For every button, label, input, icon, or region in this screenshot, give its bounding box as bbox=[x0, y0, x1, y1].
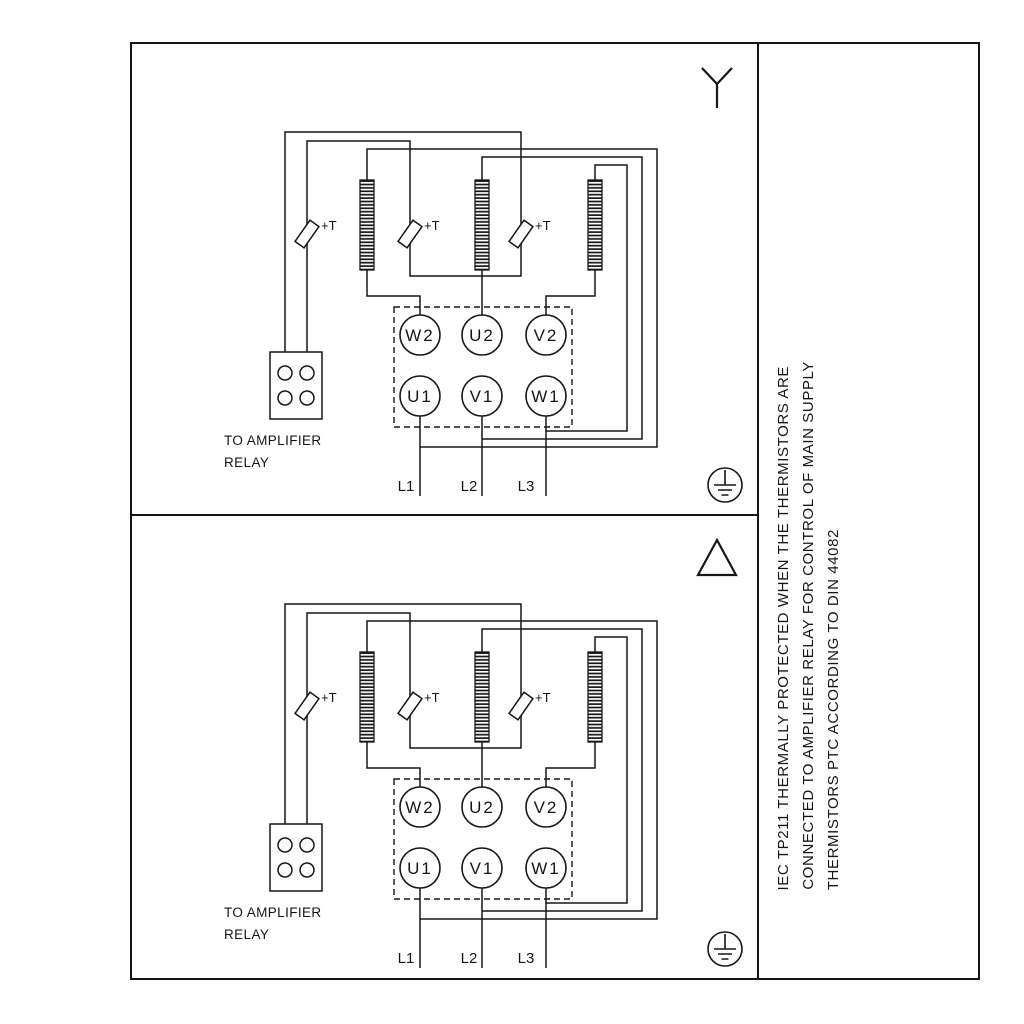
amplifier-relay-terminal-block: TO AMPLIFIER RELAY bbox=[224, 351, 323, 470]
terminal-u1-label: U1 bbox=[407, 387, 433, 406]
wire-supply-leads bbox=[419, 416, 547, 496]
supply-l3-label: L3 bbox=[518, 950, 535, 967]
supply-line-labels: L1 L2 L3 bbox=[398, 950, 535, 967]
thermistor-label: +T bbox=[535, 690, 551, 705]
relay-terminal bbox=[277, 862, 293, 878]
motor-winding-2 bbox=[474, 179, 490, 271]
thermistor-label: +T bbox=[424, 690, 440, 705]
terminal-box-outline bbox=[393, 778, 573, 900]
note-line-3: THERMISTORS PTC ACCORDING TO DIN 44082 bbox=[825, 528, 842, 890]
motor-winding-2 bbox=[474, 651, 490, 743]
relay-caption-line-1: TO AMPLIFIER bbox=[224, 905, 322, 920]
wiring-diagram-star: +T +T +T W2 U2 V2 U1 V1 W1 bbox=[224, 67, 743, 503]
relay-terminal bbox=[299, 390, 315, 406]
terminal-w1-label: W1 bbox=[531, 387, 561, 406]
terminal-v2-label: V2 bbox=[534, 798, 559, 817]
terminal-v1 bbox=[461, 847, 503, 889]
earth-ground-icon bbox=[707, 467, 743, 503]
relay-terminal bbox=[277, 390, 293, 406]
terminal-u2-label: U2 bbox=[469, 326, 495, 345]
panel-star-connection: +T +T +T W2 U2 V2 U1 V1 W1 bbox=[132, 44, 759, 516]
terminal-u1 bbox=[399, 375, 441, 417]
wire-winding-top-routing bbox=[366, 148, 658, 448]
terminal-box: W2 U2 V2 U1 V1 W1 bbox=[393, 306, 573, 428]
terminal-v1 bbox=[461, 375, 503, 417]
note-text-block: IEC TP211 THERMALLY PROTECTED WHEN THE T… bbox=[775, 361, 842, 890]
motor-winding-3 bbox=[587, 651, 603, 743]
terminal-v2 bbox=[525, 786, 567, 828]
thermistor-icon bbox=[396, 691, 424, 721]
supply-l1-label: L1 bbox=[398, 478, 415, 495]
motor-winding-1 bbox=[359, 651, 375, 743]
relay-block-outline bbox=[269, 823, 323, 892]
wire-windings-to-terminals bbox=[366, 270, 596, 315]
supply-l2-label: L2 bbox=[461, 950, 478, 967]
motor-windings bbox=[359, 179, 603, 271]
star-connection-icon bbox=[701, 67, 733, 108]
terminal-u2-label: U2 bbox=[469, 798, 495, 817]
relay-caption-line-2: RELAY bbox=[224, 455, 269, 470]
relay-terminal bbox=[299, 365, 315, 381]
terminal-v1-label: V1 bbox=[470, 387, 495, 406]
terminal-w2-label: W2 bbox=[405, 326, 435, 345]
supply-l3-label: L3 bbox=[518, 478, 535, 495]
supply-l2-label: L2 bbox=[461, 478, 478, 495]
wiring-diagram-delta: +T +T +T W2 U2 V2 U1 V1 W1 bbox=[224, 537, 743, 968]
relay-terminal bbox=[299, 837, 315, 853]
thermistor-icon bbox=[396, 219, 424, 249]
terminal-v2 bbox=[525, 314, 567, 356]
terminal-v1-label: V1 bbox=[470, 859, 495, 878]
motor-winding-3 bbox=[587, 179, 603, 271]
terminal-v2-label: V2 bbox=[534, 326, 559, 345]
relay-block-outline bbox=[269, 351, 323, 420]
terminal-box: W2 U2 V2 U1 V1 W1 bbox=[393, 778, 573, 900]
terminal-w2 bbox=[399, 314, 441, 356]
thermistor-icon bbox=[507, 219, 535, 249]
thermistor-icon bbox=[293, 219, 321, 249]
motor-windings bbox=[359, 651, 603, 743]
drawing-sheet: +T +T +T W2 U2 V2 U1 V1 W1 bbox=[130, 42, 980, 980]
terminal-u2 bbox=[461, 314, 503, 356]
terminal-w1-label: W1 bbox=[531, 859, 561, 878]
thermistor-label: +T bbox=[424, 218, 440, 233]
relay-terminal bbox=[277, 365, 293, 381]
thermistor-label: +T bbox=[535, 218, 551, 233]
note-line-1: IEC TP211 THERMALLY PROTECTED WHEN THE T… bbox=[775, 365, 792, 890]
wire-winding-top-routing bbox=[366, 620, 658, 920]
thermistor-icon bbox=[507, 691, 535, 721]
earth-ground-icon bbox=[707, 931, 743, 967]
terminal-u2 bbox=[461, 786, 503, 828]
terminal-u1-label: U1 bbox=[407, 859, 433, 878]
motor-winding-1 bbox=[359, 179, 375, 271]
terminal-u1 bbox=[399, 847, 441, 889]
panel-delta-connection: +T +T +T W2 U2 V2 U1 V1 W1 bbox=[132, 516, 759, 978]
thermistors: +T +T +T bbox=[293, 690, 551, 721]
terminal-w1 bbox=[525, 847, 567, 889]
relay-caption-line-1: TO AMPLIFIER bbox=[224, 433, 322, 448]
relay-terminal bbox=[299, 862, 315, 878]
amplifier-relay-terminal-block: TO AMPLIFIER RELAY bbox=[224, 823, 323, 942]
terminal-box-outline bbox=[393, 306, 573, 428]
supply-line-labels: L1 L2 L3 bbox=[398, 478, 535, 495]
supply-l1-label: L1 bbox=[398, 950, 415, 967]
note-panel: IEC TP211 THERMALLY PROTECTED WHEN THE T… bbox=[759, 44, 978, 978]
relay-terminal bbox=[277, 837, 293, 853]
thermistors: +T +T +T bbox=[293, 218, 551, 249]
thermistor-icon bbox=[293, 691, 321, 721]
wire-supply-leads bbox=[419, 888, 547, 968]
delta-connection-icon bbox=[696, 537, 738, 577]
terminal-w2 bbox=[399, 786, 441, 828]
wire-windings-to-terminals bbox=[366, 742, 596, 787]
thermistor-label: +T bbox=[321, 690, 337, 705]
terminal-w1 bbox=[525, 375, 567, 417]
thermistor-label: +T bbox=[321, 218, 337, 233]
terminal-w2-label: W2 bbox=[405, 798, 435, 817]
note-line-2: CONNECTED TO AMPLIFIER RELAY FOR CONTROL… bbox=[800, 361, 817, 890]
relay-caption-line-2: RELAY bbox=[224, 927, 269, 942]
